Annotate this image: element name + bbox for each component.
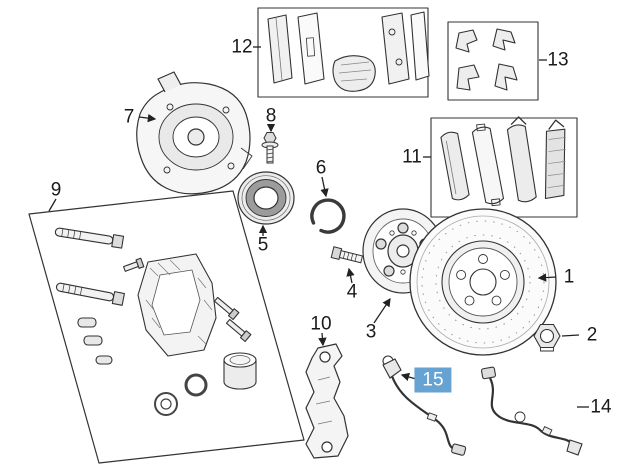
part-bolt	[261, 132, 279, 164]
leader-1	[537, 273, 557, 282]
callout-10: 10	[310, 313, 332, 335]
part-piston-seal	[184, 373, 208, 397]
part-wheel-bearing	[237, 171, 295, 225]
part-hub-nut	[533, 323, 561, 352]
leader-10	[318, 332, 327, 347]
part-dust-shield	[136, 71, 253, 195]
callout-6: 6	[315, 157, 327, 179]
leader-7	[138, 113, 157, 123]
callout-4: 4	[346, 281, 358, 303]
callout-14: 14	[590, 396, 612, 418]
callout-9: 9	[50, 179, 62, 201]
part-caliper-bracket	[305, 343, 349, 459]
leader-9	[48, 198, 57, 212]
part-small-bolt	[213, 296, 240, 321]
part-small-bolt	[225, 318, 252, 343]
callout-8: 8	[265, 105, 277, 127]
callout-12: 12	[231, 36, 253, 58]
part-brake-pads-kit	[430, 116, 578, 218]
leader-4	[346, 267, 355, 284]
leader-15	[400, 372, 417, 382]
part-guide-pin	[55, 282, 125, 306]
part-brake-rotor	[409, 208, 557, 356]
callout-5: 5	[257, 234, 269, 256]
leader-lines	[48, 46, 589, 408]
part-guide-pin	[54, 227, 125, 249]
part-caliper-kit	[28, 190, 305, 464]
callout-13: 13	[547, 49, 569, 71]
part-piston	[223, 352, 257, 390]
part-snap-ring	[310, 198, 346, 234]
callout-3: 3	[365, 321, 377, 343]
part-abs-harness	[480, 366, 583, 456]
callout-1: 1	[563, 266, 575, 288]
callout-2: 2	[586, 324, 598, 346]
callout-15[interactable]: 15	[414, 367, 452, 393]
callout-7: 7	[123, 106, 135, 128]
callout-11: 11	[402, 146, 422, 168]
part-abs-sensor	[382, 355, 467, 456]
part-caliper-body	[137, 253, 217, 357]
leader-3	[373, 297, 391, 324]
part-dust-boot	[154, 392, 178, 416]
part-clip-kit	[447, 21, 539, 101]
leader-6	[320, 176, 329, 198]
part-bleeder-screw	[123, 257, 145, 272]
part-shim-kit	[257, 7, 430, 98]
part-bushing-sleeves	[77, 317, 113, 365]
leader-2	[561, 334, 580, 337]
part-wheel-stud	[330, 246, 364, 264]
